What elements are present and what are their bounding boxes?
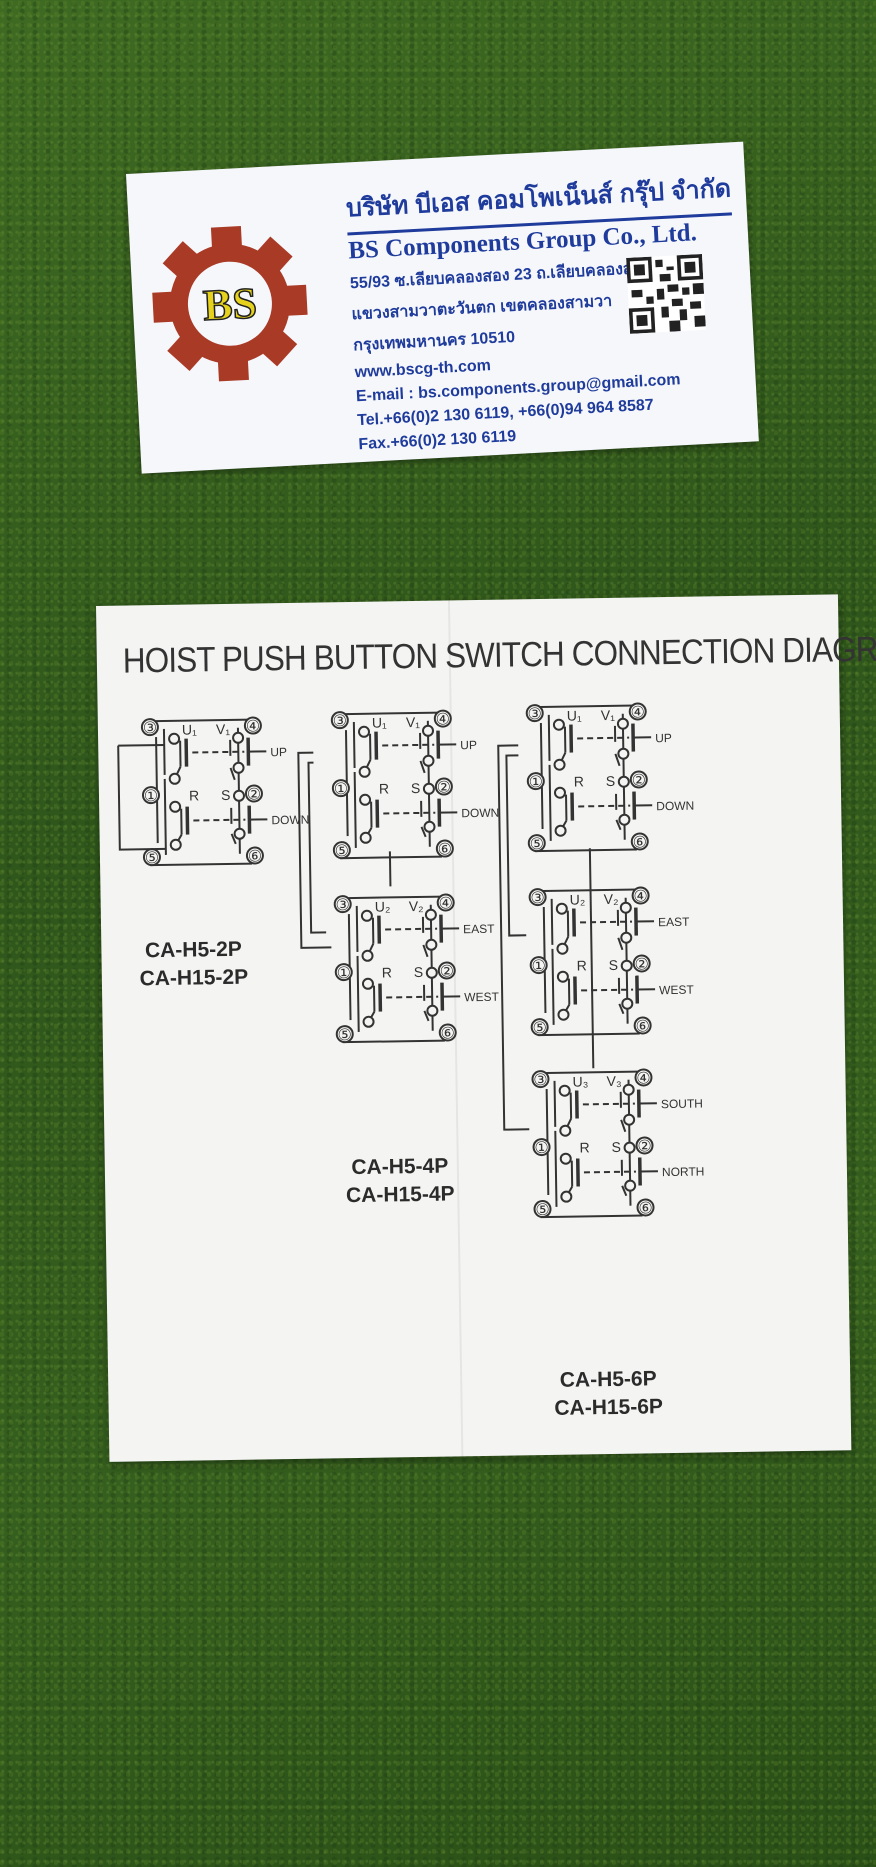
t2-6p-b: ② [634,956,649,973]
t1-2p: ① [144,788,159,805]
diagram-4p: ③ ④ ① ② ⑤ ⑥ U₁ V₁ R S UP DOWN ③ ④ [297,708,500,1044]
diagram-2p: ③ ④ ① ② ⑤ ⑥ U₁ V₁ R S UP DOWN [117,715,309,867]
t3-6p-a: ③ [527,706,542,723]
t4-4p-b: ④ [438,895,453,912]
t2-4p-a: ② [437,779,452,796]
t2-6p-a: ② [632,772,647,789]
t5-6p-a: ⑤ [529,836,544,853]
west-label-6p: WEST [659,983,695,998]
model-label-2p: CA-H5-2P CA-H15-2P [113,935,274,994]
t5-2p: ⑤ [145,850,160,867]
t6-6p-c: ⑥ [638,1200,653,1217]
t1-6p-a: ① [529,774,544,791]
t5-6p-b: ⑤ [532,1020,547,1037]
u2-label-6p: U₂ [570,891,586,907]
s-label-6p-a: S [606,773,616,789]
t5-6p-c: ⑤ [535,1202,550,1219]
up-label-4p: UP [460,738,477,752]
gear-logo-icon: BS [152,226,308,382]
s-label-4p-b: S [414,964,424,980]
r-label-6p-a: R [574,773,584,789]
r-label-6p-b: R [577,957,587,973]
model-label-4p: CA-H5-4P CA-H15-4P [315,1152,486,1211]
diagram-6p: ③ ④ ① ② ⑤ ⑥ U₁ V₁ R S UP DOWN ③ ④ [497,701,705,1219]
v2-label-4p: V₂ [409,898,424,914]
v1-label-4p: V₁ [406,714,421,730]
r-label-2p: R [189,787,199,803]
v1-label-2p: V₁ [216,721,231,737]
east-label-6p: EAST [658,915,690,930]
model-6p-line2: CA-H15-6P [554,1395,664,1420]
t4-4p-a: ④ [436,711,451,728]
t5-4p-a: ⑤ [335,843,350,860]
down-label-4p: DOWN [461,806,499,821]
down-label-2p: DOWN [271,813,309,828]
t6-4p-b: ⑥ [440,1025,455,1042]
model-6p-line1: CA-H5-6P [559,1367,657,1392]
model-2p-line1: CA-H5-2P [144,937,243,963]
t4-6p-b: ④ [633,888,648,905]
s-label-6p-c: S [611,1139,621,1155]
south-label-6p: SOUTH [661,1097,703,1112]
t6-4p-a: ⑥ [438,841,453,858]
wiring-diagrams: ③ ④ ① ② ⑤ ⑥ U₁ V₁ R S UP DOWN [117,701,705,1219]
t3-6p-b: ③ [530,890,545,907]
t1-6p-b: ① [531,958,546,975]
t2-2p: ② [247,786,262,803]
t6-2p: ⑥ [248,848,263,865]
west-label-4p: WEST [464,990,500,1005]
model-4p-line2: CA-H15-4P [345,1182,455,1208]
u2-label-4p: U₂ [375,898,391,914]
u1-label-2p: U₁ [182,721,197,737]
qr-code-icon [626,253,706,334]
model-2p-line2: CA-H15-2P [139,965,249,991]
t1-4p-b: ① [337,965,352,982]
down-label-6p: DOWN [656,799,694,814]
model-label-6p: CA-H5-6P CA-H15-6P [518,1365,699,1424]
logo-text: BS [202,278,258,330]
t1-6p-c: ① [534,1140,549,1157]
t4-6p-c: ④ [636,1070,651,1087]
u1-label-4p: U₁ [372,714,387,730]
s-label-2p: S [221,787,231,803]
t6-6p-a: ⑥ [632,834,647,851]
t4-2p: ④ [246,718,261,735]
model-4p-line1: CA-H5-4P [351,1154,449,1180]
t4-6p-a: ④ [630,704,645,721]
t6-6p-b: ⑥ [635,1018,650,1035]
v1-label-6p: V₁ [601,707,616,723]
s-label-4p-a: S [411,780,421,796]
t3-6p-c: ③ [533,1072,548,1089]
u1-label-6p: U₁ [567,707,582,723]
v2-label-6p: V₂ [604,891,619,907]
east-label-4p: EAST [463,922,495,937]
t3-2p: ③ [143,720,158,737]
t3-4p-a: ③ [333,713,348,730]
v3-label-6p: V₃ [606,1073,621,1089]
t1-4p-a: ① [334,781,349,798]
r-label-6p-c: R [579,1139,589,1155]
s-label-6p-b: S [609,957,619,973]
up-label-6p: UP [655,731,672,745]
north-label-6p: NORTH [662,1165,705,1180]
business-card: BS บริษัท บีเอส คอมโพเน็นส์ กรุ๊ป จำกัด … [126,141,759,474]
connection-diagram-sheet: HOIST PUSH BUTTON SWITCH CONNECTION DIAG… [96,594,876,1462]
t2-6p-c: ② [637,1138,652,1155]
r-label-4p-a: R [379,780,389,796]
t5-4p-b: ⑤ [337,1027,352,1044]
u3-label-6p: U₃ [572,1073,588,1089]
up-label-2p: UP [270,745,287,759]
t2-4p-b: ② [439,963,454,980]
r-label-4p-b: R [382,964,392,980]
t3-4p-b: ③ [335,897,350,914]
